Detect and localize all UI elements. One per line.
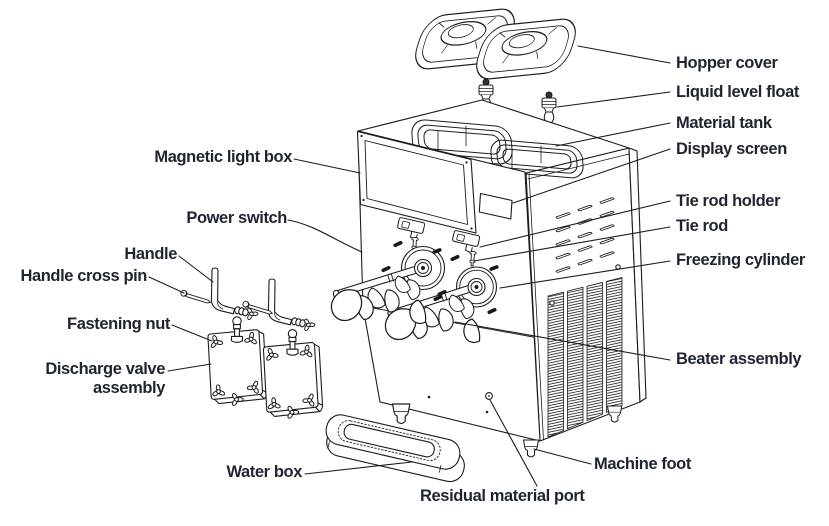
- label-power-switch: Power switch: [186, 209, 287, 227]
- label-discharge-valve-assembly: Discharge valve assembly: [45, 360, 165, 398]
- leader-magnetic-light-box: [293, 158, 361, 174]
- leader-handle-cross-pin: [148, 276, 185, 294]
- freezing-cylinder-beater-drawing: [328, 216, 500, 344]
- label-beater-assembly: Beater assembly: [676, 350, 802, 368]
- leader-residual-material-port: [489, 399, 538, 487]
- leader-beater-assembly: [454, 321, 671, 361]
- label-tie-rod: Tie rod: [676, 217, 728, 235]
- label-handle: Handle: [124, 245, 177, 263]
- leader-discharge-valve: [167, 363, 212, 372]
- leader-tie-rod-holder: [479, 200, 671, 248]
- leader-liquid-level-float: [556, 91, 671, 108]
- label-tie-rod-holder: Tie rod holder: [676, 192, 781, 210]
- leader-hopper-cover: [577, 45, 671, 64]
- leader-fastening-nut: [171, 324, 213, 342]
- label-machine-foot: Machine foot: [594, 455, 691, 473]
- label-handle-cross-pin: Handle cross pin: [20, 267, 147, 285]
- label-hopper-cover: Hopper cover: [676, 54, 778, 72]
- display-screen-drawing: [478, 192, 513, 220]
- leader-display-screen: [512, 148, 671, 204]
- vent-grid-icon: [547, 277, 623, 438]
- label-freezing-cylinder: Freezing cylinder: [676, 251, 805, 269]
- label-liquid-level-float: Liquid level float: [676, 83, 799, 101]
- machine-body-drawing: [356, 99, 647, 458]
- leader-tie-rod: [473, 226, 671, 262]
- label-material-tank: Material tank: [676, 114, 772, 132]
- leader-power-switch: [287, 219, 363, 253]
- leader-material-tank: [555, 122, 671, 147]
- water-box-drawing: [325, 414, 465, 483]
- label-magnetic-light-box: Magnetic light box: [154, 148, 292, 166]
- label-display-screen: Display screen: [676, 140, 787, 158]
- leader-lines: [148, 45, 671, 487]
- leader-machine-foot: [533, 448, 592, 465]
- leader-handle: [178, 255, 214, 283]
- magnetic-light-box-drawing: [356, 130, 477, 234]
- hopper-cover-drawing: [409, 6, 582, 82]
- label-residual-material-port: Residual material port: [420, 487, 585, 505]
- leader-freezing-cylinder: [499, 260, 671, 289]
- leader-water-box: [304, 461, 413, 475]
- label-water-box: Water box: [226, 463, 302, 481]
- handle-drawing: [211, 268, 315, 331]
- label-fastening-nut: Fastening nut: [67, 315, 170, 333]
- discharge-valve-assembly-drawing: [208, 317, 323, 419]
